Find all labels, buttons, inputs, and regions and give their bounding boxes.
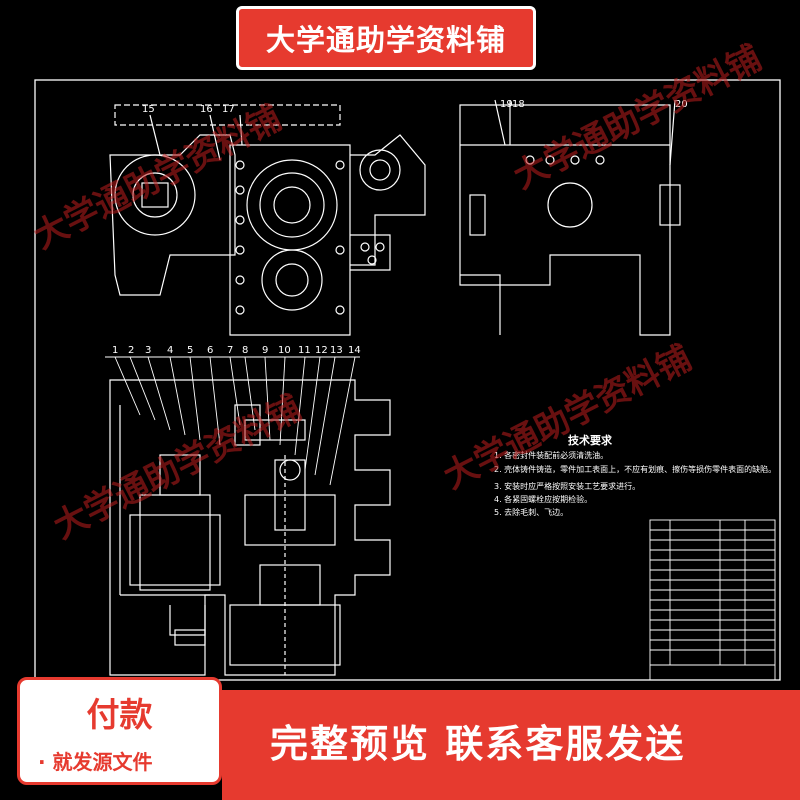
side-view xyxy=(459,99,681,336)
store-banner: 大学通助学资料铺 xyxy=(236,6,536,70)
part-label: 5 xyxy=(187,345,193,356)
payment-box[interactable]: 付款 · 就发源文件 xyxy=(17,677,222,785)
part-labels: 15 16 17 19 18 20 1 2 3 4 5 6 7 8 9 10 1… xyxy=(112,99,688,356)
bottom-band xyxy=(222,690,800,800)
payment-title: 付款 xyxy=(86,695,153,734)
part-label: 17 xyxy=(222,104,235,115)
title-block xyxy=(649,519,776,681)
leader-lines xyxy=(105,356,360,486)
part-label: 4 xyxy=(167,345,173,356)
tech-requirement-item: 3. 安装时应严格按照安装工艺要求进行。 xyxy=(494,482,641,491)
part-label: 10 xyxy=(278,345,291,356)
tech-requirement-item: 4. 各紧固螺栓应按期检验。 xyxy=(494,495,593,504)
part-label: 14 xyxy=(348,345,361,356)
part-label: 19 xyxy=(500,99,513,110)
section-view xyxy=(109,379,391,676)
tech-requirement-item: 1. 各密封件装配前必须清洗油。 xyxy=(494,451,609,460)
tech-requirements-title: 技术要求 xyxy=(568,434,612,447)
cad-drawing: 15 16 17 19 18 20 1 2 3 4 5 6 7 8 9 10 1… xyxy=(34,79,781,681)
part-label: 15 xyxy=(142,104,155,115)
part-label: 16 xyxy=(200,104,213,115)
tech-requirement-item: 2. 壳体铸件铸造，零件加工表面上，不应有划痕、擦伤等损伤零件表面的缺陷。 xyxy=(494,465,777,474)
part-label: 6 xyxy=(207,345,213,356)
front-view xyxy=(109,104,426,336)
part-label: 13 xyxy=(330,345,343,356)
drawing-border xyxy=(34,79,781,681)
part-label: 12 xyxy=(315,345,328,356)
contact-service-text: 完整预览 联系客服发送 xyxy=(270,722,686,766)
part-label: 11 xyxy=(298,345,311,356)
part-label: 7 xyxy=(227,345,233,356)
part-label: 9 xyxy=(262,345,268,356)
part-label: 2 xyxy=(128,345,134,356)
tech-requirement-item: 5. 去除毛刺、飞边。 xyxy=(494,508,569,517)
part-label: 18 xyxy=(512,99,525,110)
part-label: 8 xyxy=(242,345,248,356)
part-label: 3 xyxy=(145,345,151,356)
part-label: 1 xyxy=(112,345,118,356)
part-label: 20 xyxy=(675,99,688,110)
payment-subtitle: · 就发源文件 xyxy=(38,750,153,774)
